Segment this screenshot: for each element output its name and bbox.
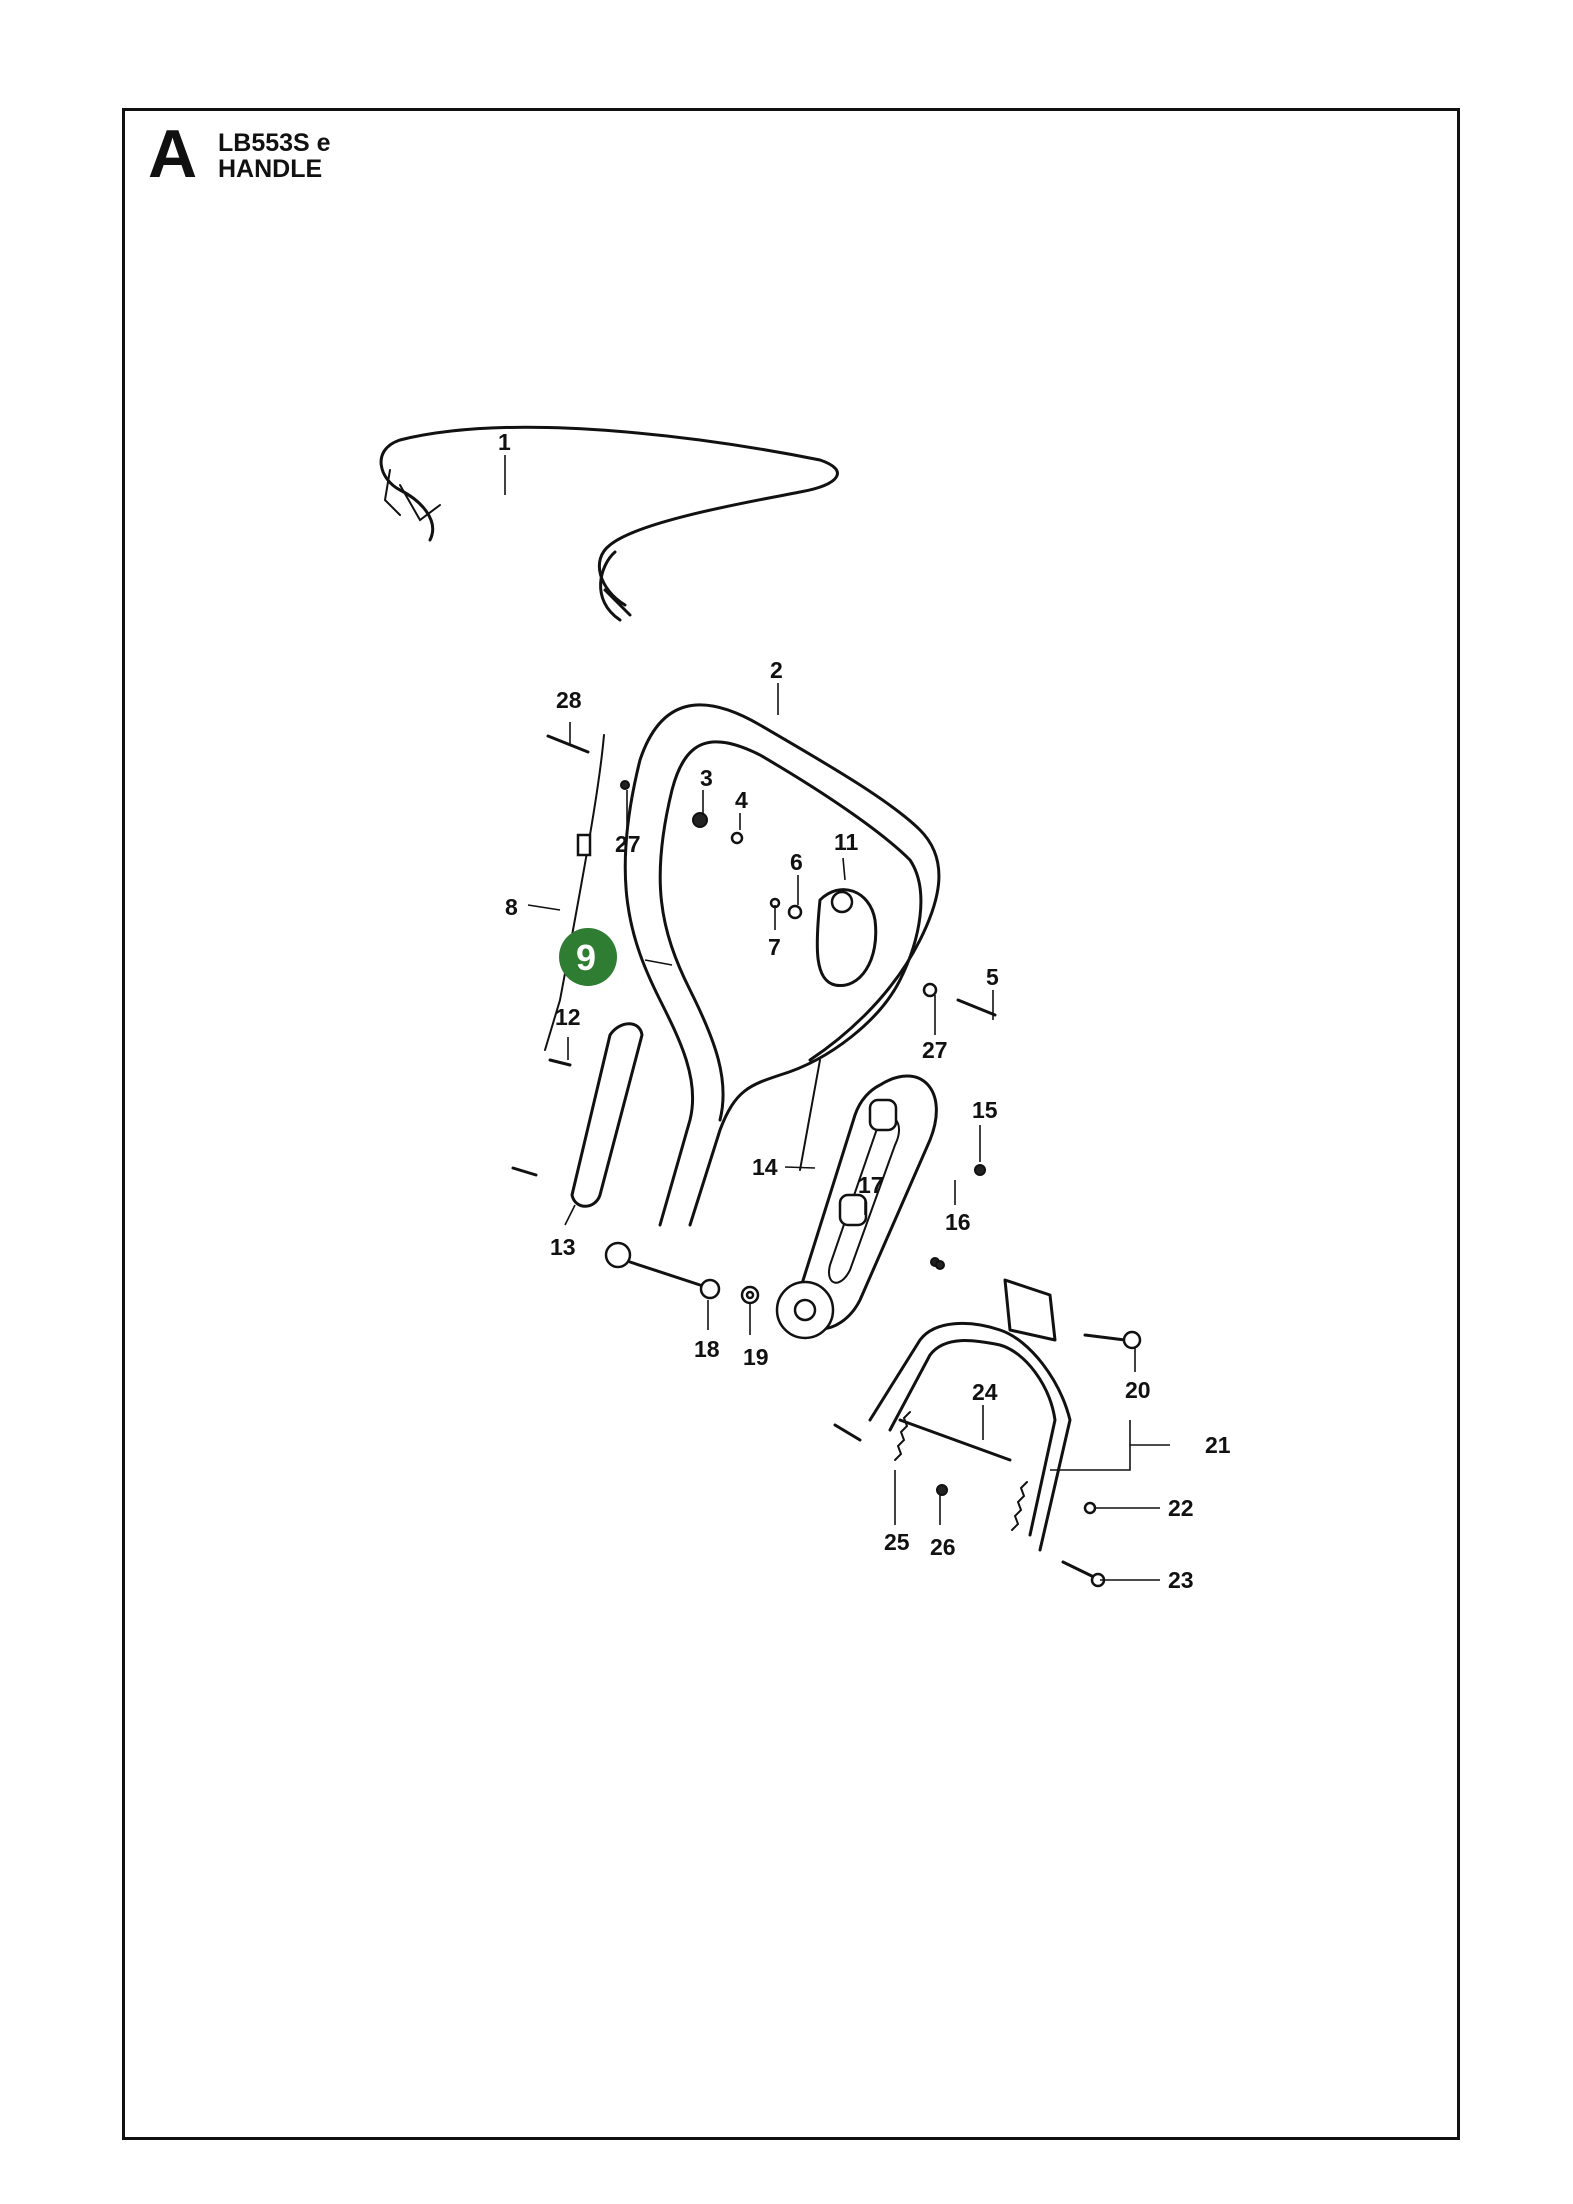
callout-3: 3 xyxy=(700,765,713,791)
callout-11: 11 xyxy=(834,829,859,855)
section-letter: A xyxy=(148,116,198,192)
callout-13: 13 xyxy=(550,1234,576,1260)
callout-8: 8 xyxy=(505,894,518,920)
callout-26: 26 xyxy=(930,1534,956,1560)
callout-16: 16 xyxy=(945,1209,971,1235)
callout-2: 2 xyxy=(770,657,783,683)
callout-23: 23 xyxy=(1168,1567,1194,1593)
section-title: HANDLE xyxy=(218,155,323,183)
part-19-washer xyxy=(740,1285,760,1305)
callout-19: 19 xyxy=(743,1344,769,1370)
callout-5: 5 xyxy=(986,964,999,990)
callout-25: 25 xyxy=(884,1529,910,1555)
callout-15: 15 xyxy=(972,1097,998,1123)
part-13-guard xyxy=(570,1022,644,1208)
callout-28: 28 xyxy=(556,687,582,713)
callout-14: 14 xyxy=(752,1154,778,1180)
part-1-bail xyxy=(379,425,839,622)
callout-27-lower: 27 xyxy=(922,1037,948,1063)
callout-1: 1 xyxy=(498,429,511,455)
part-18-knob xyxy=(604,1241,721,1300)
diagram-frame xyxy=(122,108,1460,2140)
callout-24: 24 xyxy=(972,1379,998,1405)
callout-27-upper: 27 xyxy=(615,831,641,857)
part-14-bracket xyxy=(775,1074,938,1340)
callout-6: 6 xyxy=(790,849,803,875)
callout-12: 12 xyxy=(555,1004,581,1030)
part-25-springs xyxy=(894,1411,1028,1531)
hardware xyxy=(511,734,1142,1588)
callout-9-highlighted: 9 xyxy=(559,928,617,986)
callout-labels: 1 2 3 4 5 6 7 8 9 11 12 13 14 15 16 17 1… xyxy=(498,429,1231,1593)
callout-9: 9 xyxy=(576,937,596,978)
callout-21: 21 xyxy=(1205,1432,1231,1458)
callout-22: 22 xyxy=(1168,1495,1194,1521)
callout-7: 7 xyxy=(768,934,781,960)
part-11-lever xyxy=(815,888,878,988)
part-21-lower-frame xyxy=(868,1278,1072,1552)
model-name: LB553S e xyxy=(218,129,331,157)
part-2-upper-handle xyxy=(623,703,941,1227)
callout-4: 4 xyxy=(735,787,748,813)
callout-17: 17 xyxy=(858,1172,884,1198)
leader-lines xyxy=(504,455,1170,1581)
part-8-cable xyxy=(544,734,605,1051)
callout-18: 18 xyxy=(694,1336,720,1362)
callout-20: 20 xyxy=(1125,1377,1151,1403)
